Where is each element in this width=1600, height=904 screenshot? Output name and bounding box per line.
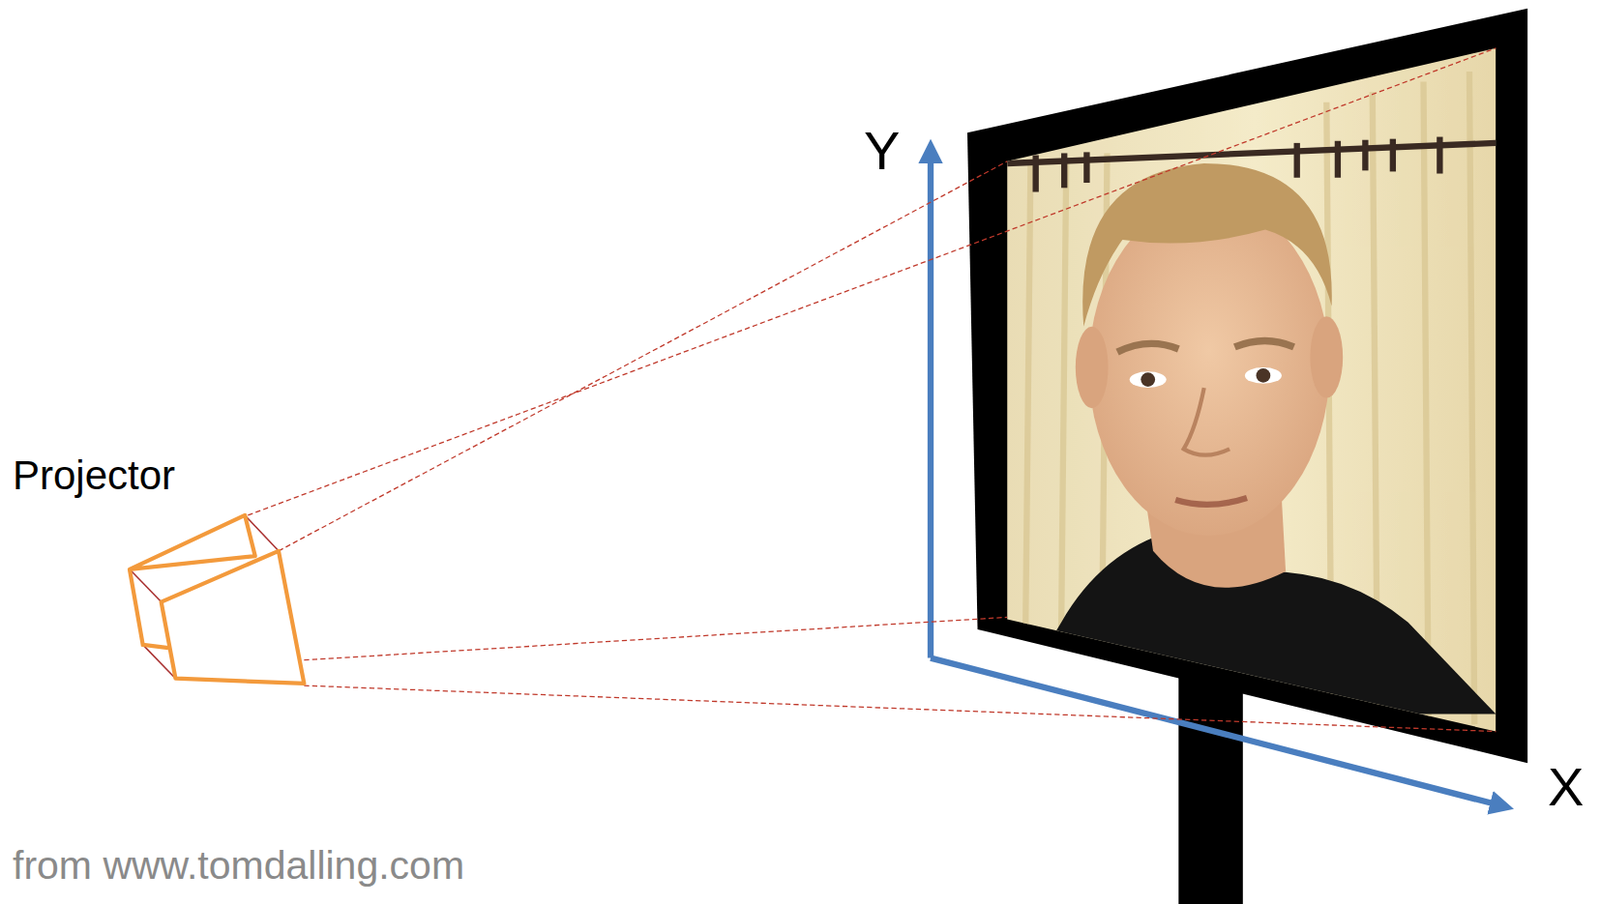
source-credit: from www.tomdalling.com (12, 843, 465, 889)
projection-rays (247, 48, 1496, 733)
x-axis (930, 658, 1503, 807)
projector-label: Projector (12, 452, 176, 500)
axis-label: X (1547, 756, 1584, 819)
y-axis (927, 150, 934, 658)
projected-photo (1000, 40, 1511, 745)
projector-shape (129, 515, 304, 684)
screen-stand (1178, 663, 1243, 904)
axis-label: Y (863, 119, 900, 182)
screen-frame (967, 8, 1528, 765)
